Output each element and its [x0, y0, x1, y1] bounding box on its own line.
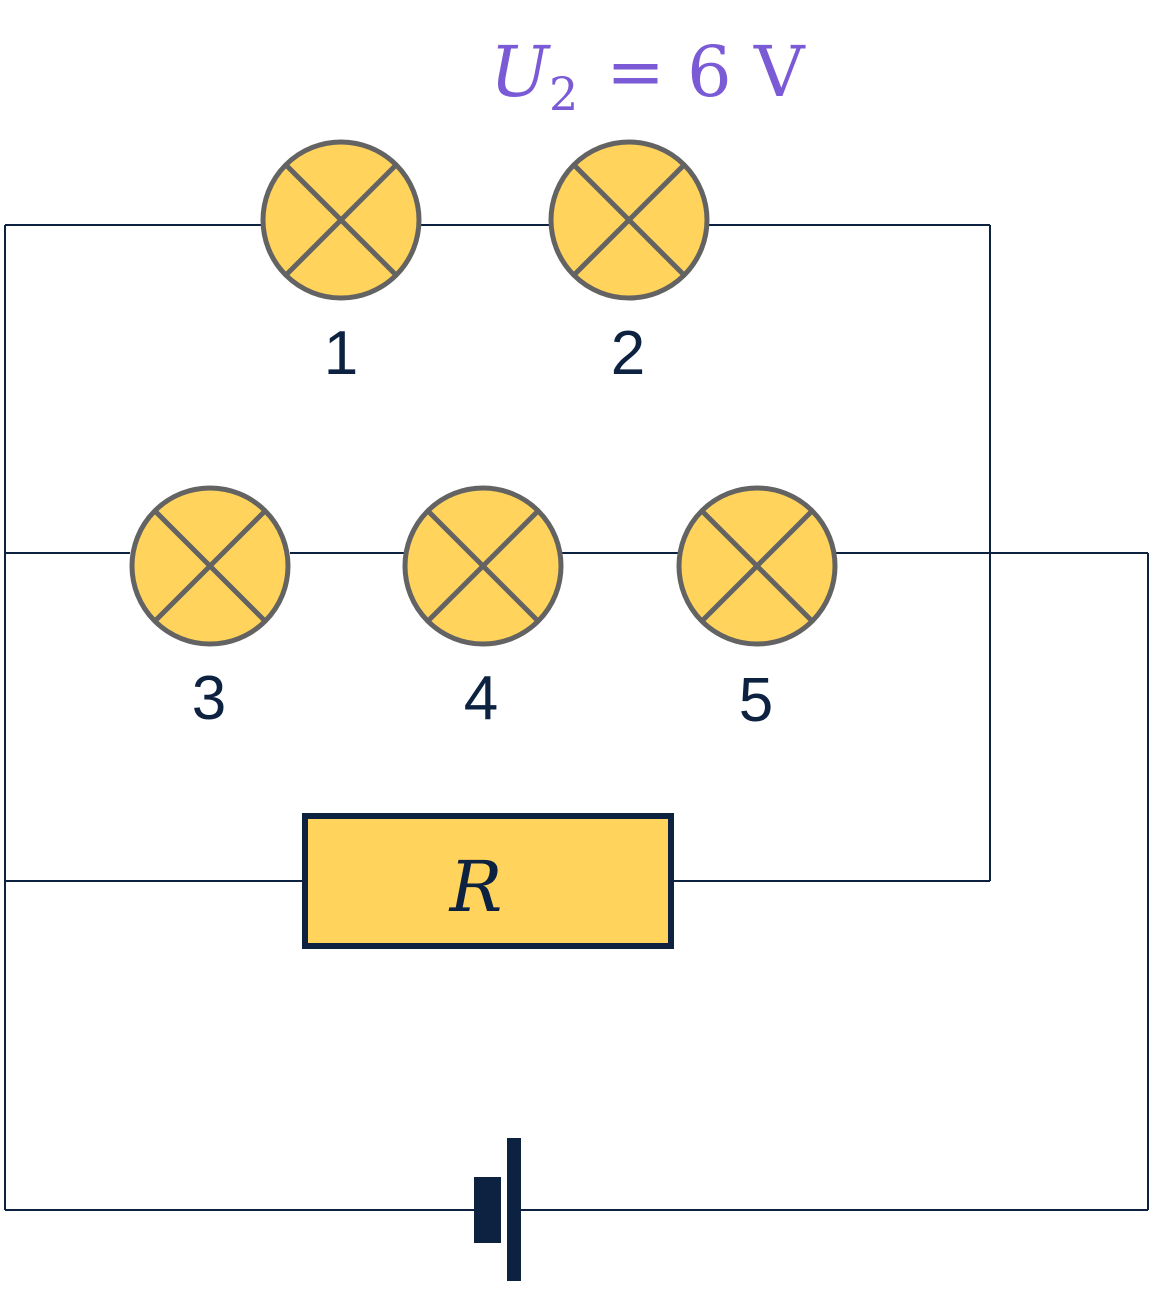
lamp-3-label: 3 [192, 664, 226, 733]
wires [4, 224, 1149, 1211]
lamp-1-label: 1 [324, 319, 358, 388]
lamp-2-label: 2 [611, 319, 645, 388]
lamp-1-cross-b [284, 163, 398, 277]
battery-positive-plate [507, 1138, 521, 1281]
lamp-3: 3 [129, 485, 291, 733]
resistor: R [302, 813, 674, 949]
lamp-2: 2 [548, 139, 710, 388]
lamp-4-cross-b [426, 509, 540, 623]
voltage-symbol: U [490, 31, 551, 113]
lamp-3-cross-b [153, 509, 267, 623]
resistor-label: R [448, 846, 503, 928]
voltage-annotation: U2 = 6 V [490, 31, 806, 121]
lamp-5-label: 5 [739, 666, 773, 735]
voltage-subscript: 2 [549, 67, 578, 121]
lamp-2-cross-b [572, 163, 686, 277]
voltage-relation: = 6 V [606, 31, 806, 113]
lamp-4-label: 4 [464, 664, 498, 733]
lamp-1: 1 [260, 139, 422, 388]
resistor-body [302, 813, 674, 949]
lamp-5: 5 [676, 485, 838, 735]
battery-negative-plate [474, 1177, 501, 1243]
lamp-4: 4 [402, 485, 564, 733]
battery [474, 1138, 521, 1281]
lamp-5-cross-b [700, 509, 814, 623]
